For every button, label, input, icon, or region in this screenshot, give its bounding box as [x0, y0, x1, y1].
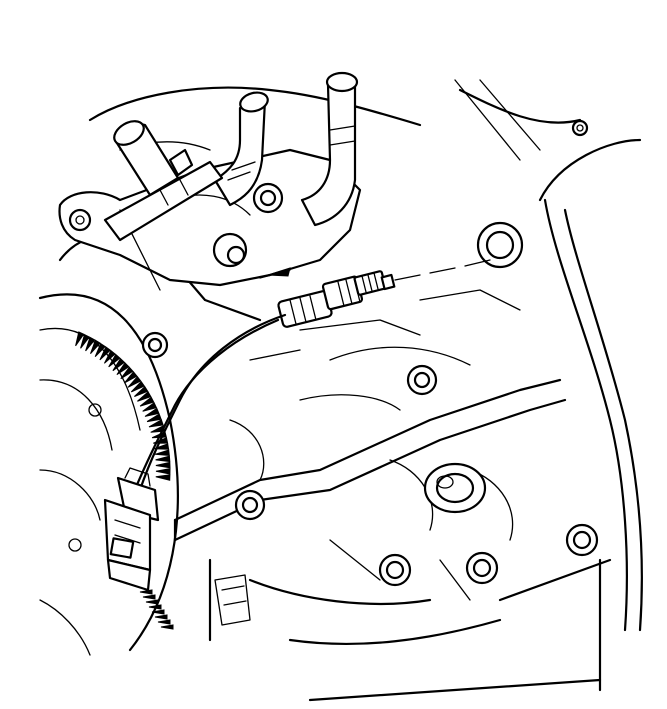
- gear-tooth: [144, 407, 160, 417]
- sensor-wire: [132, 313, 287, 494]
- gear-tooth: [103, 349, 116, 364]
- coolant-hose-neck-middle: [213, 91, 269, 207]
- lower-bracket: [214, 574, 251, 626]
- housing-bolts: [141, 182, 284, 359]
- gear-tooth: [137, 391, 152, 402]
- gear-tooth-lower: [154, 614, 168, 620]
- gear-tooth: [154, 449, 170, 456]
- gear-tooth: [155, 467, 171, 475]
- gear-tooth: [124, 371, 138, 384]
- gear-tooth: [130, 380, 146, 393]
- gear-tooth: [155, 461, 171, 469]
- direction-arrow: [259, 267, 291, 279]
- gear-tooth: [120, 366, 134, 380]
- gear-tooth: [146, 413, 162, 423]
- gear-tooth: [112, 357, 126, 372]
- gear-tooth-lower: [142, 594, 156, 600]
- sensor-bore: [476, 221, 524, 269]
- gear-tooth: [155, 455, 171, 463]
- gear-tooth-lower: [151, 609, 165, 615]
- hose-bracket: [103, 148, 224, 242]
- installation-guide-line: [394, 259, 491, 281]
- gear-tooth: [99, 346, 112, 361]
- gear-tooth: [127, 375, 142, 388]
- sensor-body: [277, 270, 396, 328]
- gear-tooth: [80, 333, 91, 349]
- gear-tooth: [85, 336, 96, 352]
- gear-tooth: [94, 342, 106, 358]
- gear-tooth-lower: [145, 599, 159, 605]
- gear-tooth: [75, 331, 85, 347]
- gear-tooth-lower: [160, 624, 174, 630]
- coolant-hose-neck-left: [113, 120, 180, 197]
- block-bosses: [234, 364, 599, 587]
- thermostat-housing: [58, 148, 362, 291]
- gear-tooth: [148, 419, 164, 428]
- gear-tooth: [108, 353, 121, 368]
- harness-connector: [103, 467, 160, 592]
- gear-tooth: [142, 402, 158, 412]
- gear-tooth: [90, 339, 101, 355]
- gear-tooth: [116, 362, 130, 376]
- timing-cover: [454, 79, 643, 632]
- gear-tooth-lower: [139, 589, 153, 595]
- gear-tooth: [139, 396, 155, 407]
- gear-tooth-lower: [148, 604, 162, 610]
- gear-tooth: [155, 474, 171, 481]
- ring-gear-teeth-lower: [139, 589, 174, 630]
- gear-tooth-lower: [157, 619, 171, 625]
- coolant-hose-neck-right: [300, 71, 359, 227]
- ring-gear-teeth: [75, 331, 171, 481]
- gear-tooth: [134, 385, 149, 397]
